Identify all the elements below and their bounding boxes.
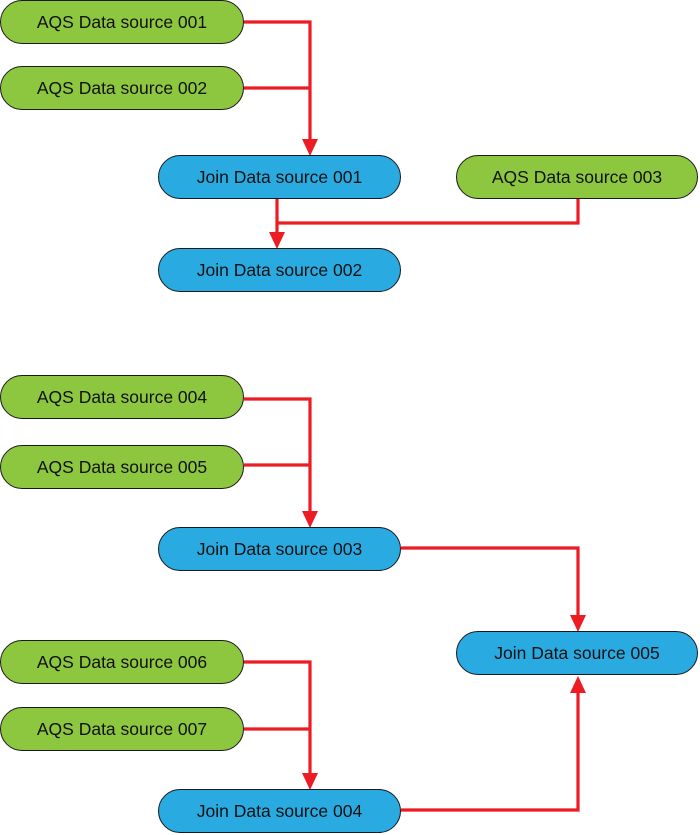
node-join-data-source-003: Join Data source 003 <box>158 527 401 571</box>
edge-aqs-004-to-join-003 <box>244 397 312 512</box>
node-join-data-source-005: Join Data source 005 <box>456 631 698 675</box>
arrowhead-join-003 <box>302 511 318 528</box>
node-join-data-source-002: Join Data source 002 <box>158 248 401 292</box>
node-aqs-data-source-006: AQS Data source 006 <box>0 640 244 684</box>
node-aqs-data-source-002: AQS Data source 002 <box>0 66 244 110</box>
node-aqs-data-source-001: AQS Data source 001 <box>0 0 244 44</box>
node-join-data-source-004: Join Data source 004 <box>158 789 401 833</box>
arrowhead-join-001 <box>302 139 318 156</box>
arrowhead-join-005-bottom <box>570 676 586 693</box>
node-join-data-source-001: Join Data source 001 <box>158 155 401 199</box>
arrowhead-join-004 <box>302 773 318 790</box>
edge-aqs-006-to-join-004 <box>244 660 312 774</box>
node-aqs-data-source-005: AQS Data source 005 <box>0 445 244 489</box>
edge-join-004-to-join-005 <box>401 692 580 812</box>
node-aqs-data-source-003: AQS Data source 003 <box>456 155 698 199</box>
arrowhead-join-002 <box>269 232 285 249</box>
edge-join-003-to-join-005 <box>401 546 580 616</box>
node-aqs-data-source-004: AQS Data source 004 <box>0 375 244 419</box>
edge-aqs-003-to-join-002 <box>277 199 580 225</box>
node-aqs-data-source-007: AQS Data source 007 <box>0 707 244 751</box>
arrowhead-join-005-top <box>570 615 586 632</box>
edge-aqs-001-to-join-001 <box>244 20 312 140</box>
